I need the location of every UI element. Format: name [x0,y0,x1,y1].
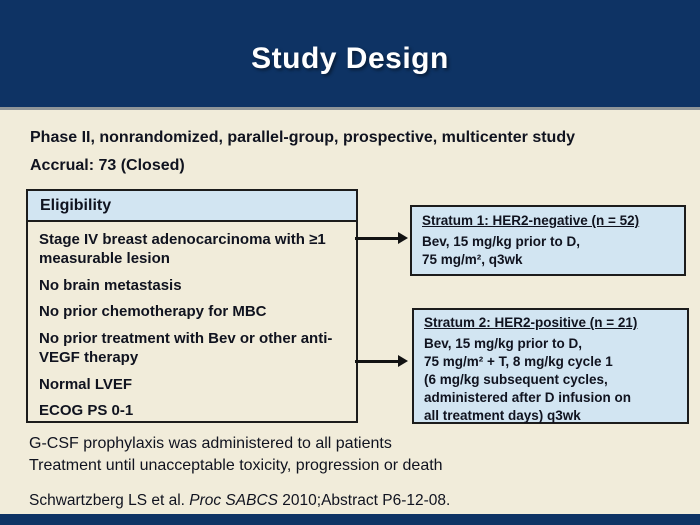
citation-journal: Proc SABCS [189,492,278,509]
stratum2-box: Stratum 2: HER2-positive (n = 21) Bev, 1… [412,308,689,424]
stratum1-box: Stratum 1: HER2-negative (n = 52) Bev, 1… [410,205,686,276]
stratum2-title: Stratum 2: HER2-positive (n = 21) [424,315,638,330]
study-description: Phase II, nonrandomized, parallel-group,… [30,129,575,146]
eligibility-header: Eligibility [28,191,356,222]
arrow-shaft [355,237,398,240]
arrow-head-icon [398,232,408,244]
eligibility-item: No brain metastasis [39,276,182,294]
eligibility-item: Normal LVEF [39,375,133,393]
footnote-gcsf: G-CSF prophylaxis was administered to al… [29,435,392,452]
accrual-text: Accrual: 73 (Closed) [30,157,185,174]
stratum1-body: Bev, 15 mg/kg prior to D, 75 mg/m², q3wk [422,234,581,267]
eligibility-box: Eligibility Stage IV breast adenocarcino… [26,189,358,423]
eligibility-item: ECOG PS 0-1 [39,402,134,420]
eligibility-list: Stage IV breast adenocarcinoma with ≥1 m… [28,222,356,421]
footnotes: G-CSF prophylaxis was administered to al… [29,434,443,478]
bottom-band [0,514,700,525]
citation-reference: 2010;Abstract P6-12-08. [277,492,451,509]
footnote-treatment: Treatment until unacceptable toxicity, p… [29,457,443,474]
title-band: Study Design [0,0,700,110]
stratum1-title: Stratum 1: HER2-negative (n = 52) [422,213,640,228]
eligibility-item: No prior treatment with Bev or other ant… [39,330,333,366]
eligibility-item: Stage IV breast adenocarcinoma with ≥1 m… [39,231,326,267]
arrow-to-stratum1-icon [355,232,408,244]
arrow-to-stratum2-icon [355,355,408,367]
eligibility-item: No prior chemotherapy for MBC [39,303,267,321]
citation: Schwartzberg LS et al. Proc SABCS 2010;A… [29,492,450,510]
arrow-shaft [355,360,398,363]
slide-title: Study Design [251,41,449,75]
arrow-head-icon [398,355,408,367]
stratum2-body: Bev, 15 mg/kg prior to D, 75 mg/m² + T, … [424,336,632,423]
citation-authors: Schwartzberg LS et al. [29,492,190,509]
